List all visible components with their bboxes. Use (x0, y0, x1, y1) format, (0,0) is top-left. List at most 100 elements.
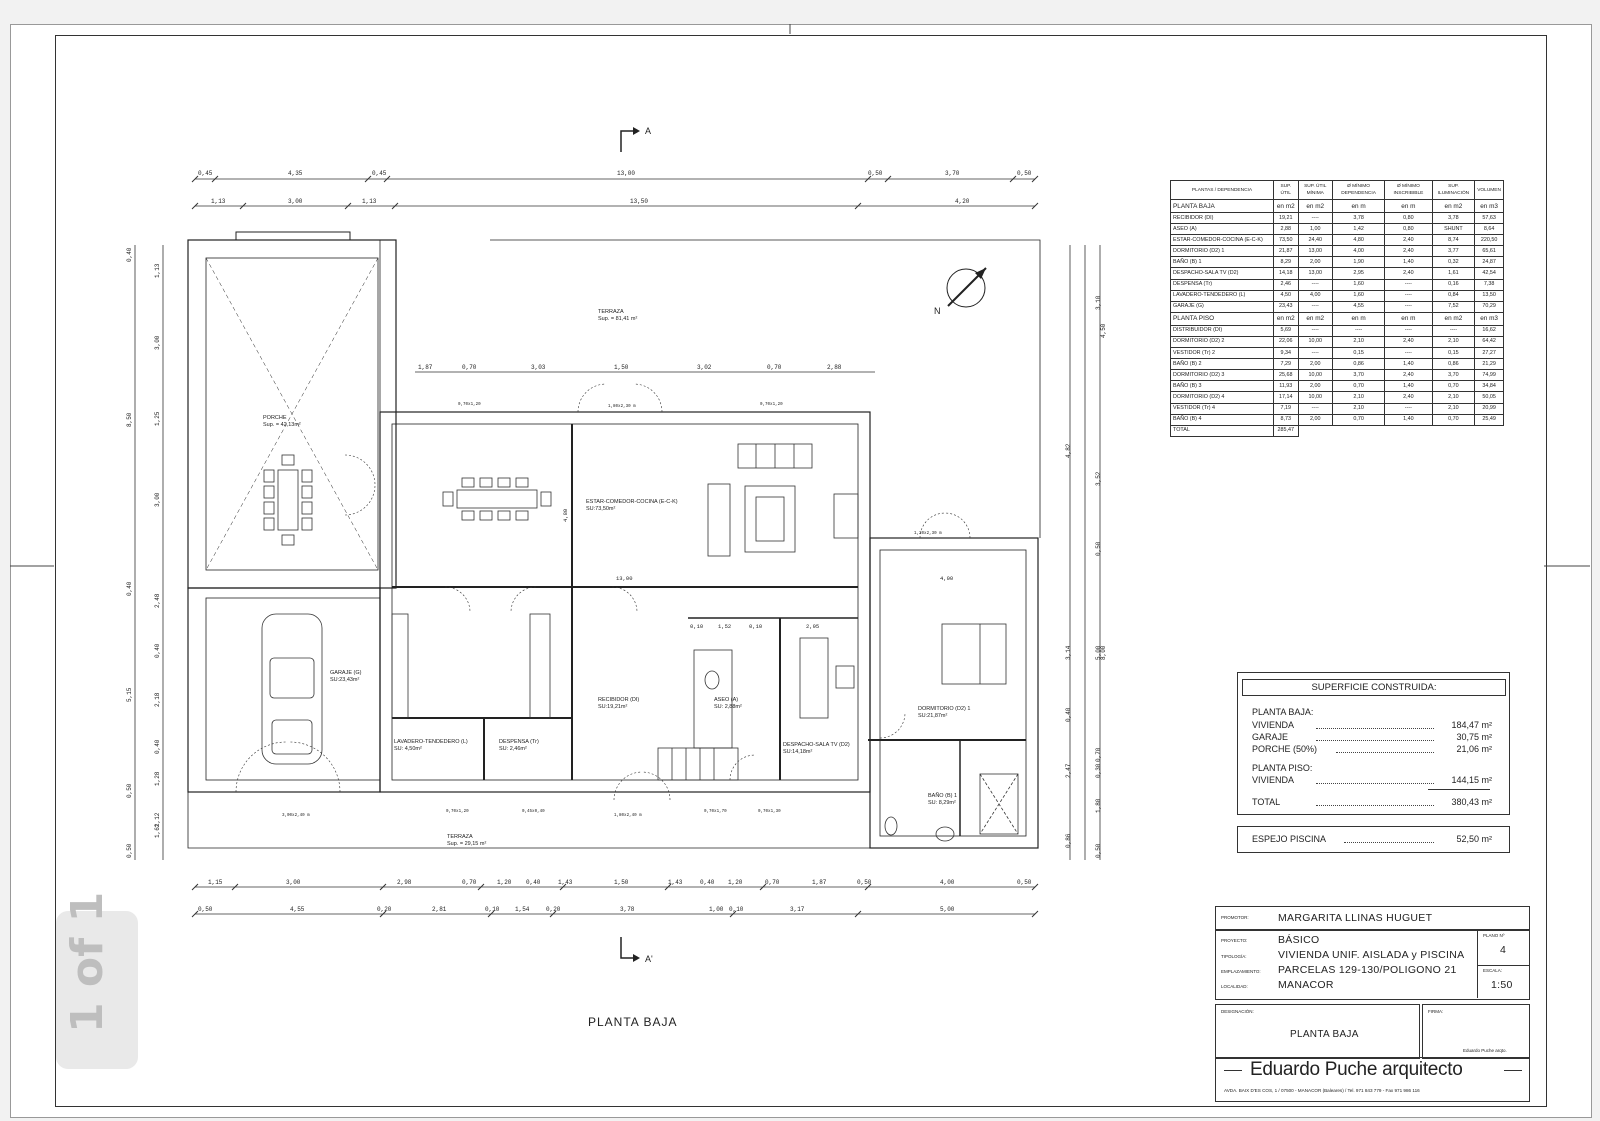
schedule-cell: 8,74 (1431, 234, 1476, 247)
espejo-piscina-box: ESPEJO PISCINA 52,50 m² (1237, 826, 1510, 853)
window-label-7: 0,70x1,30 (758, 810, 781, 814)
schedule-cell: 74,99 (1474, 369, 1504, 382)
schedule-cell: 3,70 (1331, 369, 1386, 382)
top-dimension-lines (134, 178, 1101, 915)
dim-top2-3: 13,50 (630, 198, 648, 205)
schedule-cell: 64,42 (1474, 335, 1504, 349)
schedule-cell: 220,50 (1474, 234, 1504, 247)
room-recibidor-name: RECIBIDOR (DI) (598, 697, 639, 703)
schedule-cell: 57,63 (1474, 211, 1504, 225)
window-label-0: 0,70x1,20 (458, 403, 481, 407)
schedule-cell: 0,80 (1384, 211, 1433, 225)
dim-left2-0: 1,13 (154, 263, 161, 278)
dim-top1-4: 0,50 (868, 170, 883, 177)
window-label-3: 1,20x2,30 m (914, 532, 942, 536)
piso-unit-cell: en m3 (1474, 311, 1504, 326)
section-mark-top-label: A (645, 126, 651, 136)
inner-dim-010b: 0,10 (749, 623, 762, 630)
schedule-cell: 2,88 (1273, 223, 1299, 236)
page-indicator: 1 of 1 (56, 892, 138, 1069)
dims-left-col-2: 1,13 3,00 1,25 3,00 2,48 0,40 2,18 0,40 … (154, 263, 161, 838)
dim-left2-5: 0,40 (154, 643, 161, 658)
schedule-cell: 2,40 (1384, 234, 1433, 247)
schedule-cell: 1,40 (1384, 413, 1433, 426)
schedule-cell: ---- (1384, 347, 1433, 360)
dot-leader (1316, 728, 1434, 729)
schedule-cell: 0,70 (1431, 380, 1476, 393)
piscina-label: ESPEJO PISCINA (1252, 834, 1327, 844)
room-estar-area: SU:73,50m² (586, 506, 616, 512)
dim-bot1-5: 0,40 (526, 879, 541, 886)
dim-bot2-1: 4,55 (290, 906, 305, 913)
escala-value: 1:50 (1491, 979, 1513, 991)
window-label-2: 0,70x1,20 (760, 403, 783, 407)
drawing-title: PLANTA BAJA (588, 1015, 677, 1029)
titleblock-firma: FIRMA: Eduardo Puche arqto. (1422, 1004, 1530, 1059)
firma-label: FIRMA: (1428, 1009, 1444, 1014)
plano-cell: PLANO Nº 4 (1477, 930, 1529, 966)
dim-left2-3: 3,00 (154, 492, 161, 507)
superficie-vivienda-row: VIVIENDA 184,47 m² (1252, 720, 1500, 732)
baja-unit-cell: en m (1384, 199, 1433, 213)
schedule-cell: 25,49 (1474, 413, 1504, 426)
dims-bottom-row-2: 0,50 4,55 0,20 2,81 0,10 1,54 0,20 3,78 … (198, 906, 955, 913)
superficie-piso-vivienda-value: 144,15 m² (1451, 775, 1492, 785)
piscina-row: ESPEJO PISCINA 52,50 m² (1252, 834, 1500, 846)
window-label-6: 1,80x2,40 m (614, 814, 642, 818)
promotor-value: MARGARITA LLINAS HUGUET (1278, 912, 1433, 924)
superficie-piso-vivienda-label: VIVIENDA (1252, 775, 1295, 785)
room-aseo-area: SU: 2,88m² (714, 704, 742, 710)
localidad-label: LOCALIDAD: (1221, 984, 1248, 989)
dim-mid-0: 1,87 (418, 364, 433, 371)
schedule-cell: 0,70 (1331, 413, 1386, 426)
schedule-cell: 2,10 (1331, 335, 1386, 349)
schedule-header-min-dependencia: Ø MÍNIMO DEPENDENCIA (1331, 180, 1386, 200)
schedule-cell: ---- (1297, 278, 1333, 291)
door-swings (235, 383, 971, 801)
architect-rule-right (1504, 1070, 1522, 1071)
superficie-total-label: TOTAL (1252, 797, 1281, 807)
schedule-cell: 1,00 (1297, 223, 1333, 236)
superficie-garaje-value: 30,75 m² (1456, 732, 1492, 742)
room-despacho-area: SU:14,18m² (783, 749, 813, 755)
schedule-cell: 2,40 (1384, 369, 1433, 382)
dim-left1-4: 0,40 (126, 581, 133, 596)
room-dormitorio-area: SU:21,87m² (918, 713, 948, 719)
room-labels: TERRAZA Sup. = 81,41 m² PORCHE Sup. = 42… (263, 309, 970, 847)
superficie-vivienda-label: VIVIENDA (1252, 720, 1295, 730)
schedule-cell: 11,93 (1273, 380, 1299, 393)
schedule-cell: 1,40 (1384, 358, 1433, 371)
schedule-cell: 7,29 (1273, 358, 1299, 371)
window-label-4: 0,70x1,20 (446, 810, 469, 814)
schedule-cell: 2,40 (1384, 391, 1433, 404)
dim-bot2-5: 1,54 (515, 906, 530, 913)
room-lavadero-area: SU: 4,50m² (394, 746, 422, 752)
dim-right2-6: 1,80 (1095, 798, 1102, 813)
room-schedule-table: PLANTAS / DEPENDENCIA SUP. ÚTIL SUP. ÚTI… (1170, 180, 1504, 437)
schedule-cell: 10,00 (1297, 369, 1333, 382)
dims-top-row-1: 0,45 4,35 0,45 13,00 0,50 3,70 0,50 (198, 170, 1032, 177)
dim-right2-5: 0,70 (1095, 747, 1102, 762)
schedule-cell: 4,55 (1331, 300, 1386, 313)
schedule-cell: 2,10 (1331, 402, 1386, 415)
schedule-cell: 5,69 (1273, 324, 1299, 337)
piso-section-label: PLANTA PISO (1170, 311, 1274, 326)
dims-right-col-1: 4,82 3,14 2,47 0,40 0,86 (1065, 443, 1072, 848)
dim-bot2-3: 2,81 (432, 906, 447, 913)
dim-right2-1: 3,52 (1095, 471, 1102, 486)
dim-bot2-6: 0,20 (546, 906, 561, 913)
schedule-cell: SHUNT (1431, 223, 1476, 236)
schedule-cell: ---- (1384, 300, 1433, 313)
schedule-cell: 3,78 (1431, 211, 1476, 225)
dot-leader (1336, 752, 1434, 753)
dim-right1-0: 4,82 (1065, 443, 1072, 458)
dim-mid-1: 0,70 (462, 364, 477, 371)
schedule-cell: 7,52 (1431, 300, 1476, 313)
schedule-cell: 10,00 (1297, 335, 1333, 349)
schedule-cell: 73,50 (1273, 234, 1299, 247)
schedule-cell: 2,00 (1297, 256, 1333, 269)
